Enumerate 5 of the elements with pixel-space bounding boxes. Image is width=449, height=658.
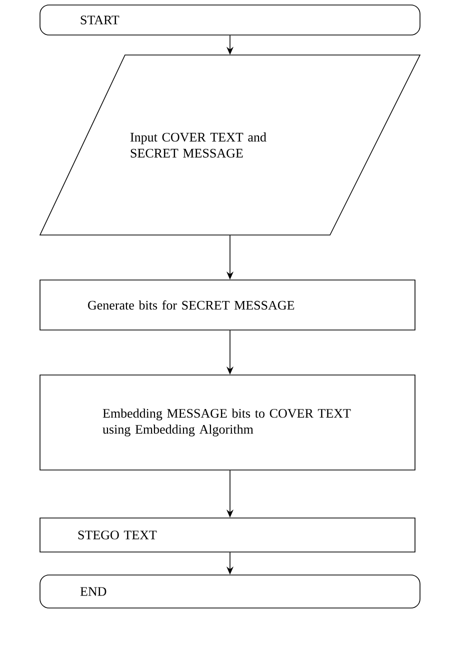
terminal-box: END <box>40 574 420 608</box>
process-box: Embedding MESSAGE bits to COVER TEXT using Embedding Algorithm <box>40 374 416 470</box>
process-box: Generate bits for SECRET MESSAGE <box>40 280 416 330</box>
process-box: STEGO TEXT <box>40 518 416 552</box>
terminal-box: START <box>40 4 420 36</box>
